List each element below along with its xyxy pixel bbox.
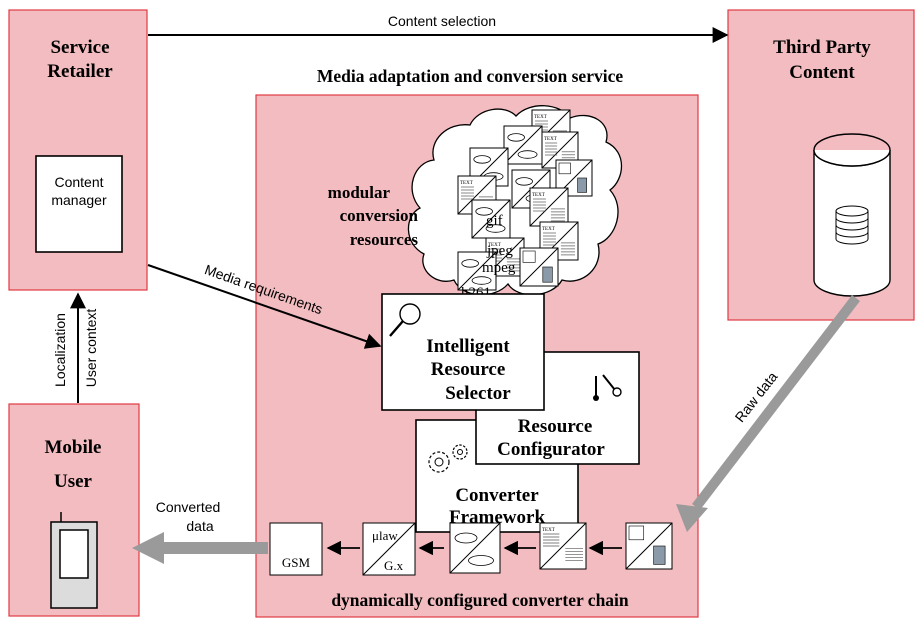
doc-icon-text: TEXT <box>534 115 547 120</box>
intelligent-resource-selector-box: Intelligent Resource Selector <box>381 293 545 411</box>
converter-chain: GSM μlaw G.x TEXT <box>269 294 860 576</box>
selector-line3: Selector <box>445 383 511 404</box>
doc-icon-text: TEXT <box>542 528 555 533</box>
selector-line2: Resource <box>431 359 506 380</box>
raw-data-arrow <box>676 294 860 532</box>
content-selection-arrow: Content selection <box>148 13 729 43</box>
cloud-label-line3: resources <box>350 230 419 249</box>
gsm-label: GSM <box>282 555 311 570</box>
mobile-user-title-line1: Mobile <box>45 437 102 458</box>
resource-tile-icon <box>449 522 501 574</box>
cloud-label-line1: modular <box>328 183 391 202</box>
chain-tile-gsm: GSM <box>269 522 323 576</box>
format-mpeg: mpeg <box>482 260 516 276</box>
converted-data-arrow <box>132 532 268 564</box>
resource-cloud: modular conversion resources TEXTTEXTTEX… <box>328 105 622 301</box>
configurator-line2: Configurator <box>497 439 605 460</box>
user-context-arrow: Localization User context <box>52 292 99 403</box>
content-manager-line2: manager <box>51 192 107 208</box>
mobile-phone-icon <box>50 512 98 609</box>
format-jpeg: jpeg <box>486 243 513 259</box>
content-selection-label: Content selection <box>388 13 496 29</box>
converted-data-line1: Converted <box>156 499 221 515</box>
localization-label: Localization <box>52 313 68 387</box>
doc-icon-text: TEXT <box>542 227 555 232</box>
database-icon <box>813 133 891 297</box>
content-manager-box: Content manager <box>35 155 123 253</box>
service-retailer-title-line2: Retailer <box>47 61 113 82</box>
resource-tile-icon <box>471 199 511 239</box>
resource-tile-icon: TEXT <box>539 221 579 261</box>
mobile-user-box: Mobile User <box>8 403 140 617</box>
resource-tile-icon: TEXT <box>529 187 569 227</box>
tools-icon <box>593 374 622 401</box>
converted-data-line2: data <box>186 518 213 534</box>
disk-stack-icon <box>835 205 869 245</box>
third-party-title-line1: Third Party <box>773 37 871 58</box>
service-retailer-box: Service Retailer Content manager <box>8 9 148 291</box>
framework-line1: Converter <box>455 485 539 506</box>
service-retailer-title-line1: Service <box>50 37 109 58</box>
doc-icon-text: TEXT <box>488 243 501 248</box>
resource-tile-icon <box>457 251 497 291</box>
resource-tile-icon <box>625 522 673 570</box>
gears-icon <box>428 444 468 473</box>
gx-label: G.x <box>384 558 404 573</box>
cloud-label-line2: conversion <box>340 206 419 225</box>
user-context-label: User context <box>83 309 99 388</box>
resource-tile-icon: TEXT <box>539 522 587 570</box>
mobile-user-title-line2: User <box>54 471 93 492</box>
doc-icon-text: TEXT <box>532 193 545 198</box>
chain-caption: dynamically configured converter chain <box>331 590 629 610</box>
chain-tile-ulaw: μlaw G.x <box>362 522 416 576</box>
format-gif: gif <box>486 213 503 229</box>
configurator-line1: Resource <box>518 416 593 437</box>
chain-doc-tile-group: TEXT <box>449 522 673 574</box>
resource-tile-icon <box>503 125 543 165</box>
raw-data-label: Raw data <box>732 369 781 426</box>
doc-icon-text: TEXT <box>544 137 557 142</box>
magnifier-icon <box>389 303 421 337</box>
doc-icon-text: TEXT <box>460 181 473 186</box>
third-party-title-line2: Content <box>789 62 855 83</box>
resource-tile-icon <box>519 247 559 287</box>
content-manager-line1: Content <box>54 174 103 190</box>
ulaw-label: μlaw <box>372 528 398 543</box>
cloud-tile-group: TEXT TEXT TEXT TEXT TEXT TEXT <box>457 109 593 291</box>
service-title: Media adaptation and conversion service <box>317 66 623 86</box>
third-party-content-box: Third Party Content <box>727 9 915 321</box>
selector-line1: Intelligent <box>426 336 510 357</box>
